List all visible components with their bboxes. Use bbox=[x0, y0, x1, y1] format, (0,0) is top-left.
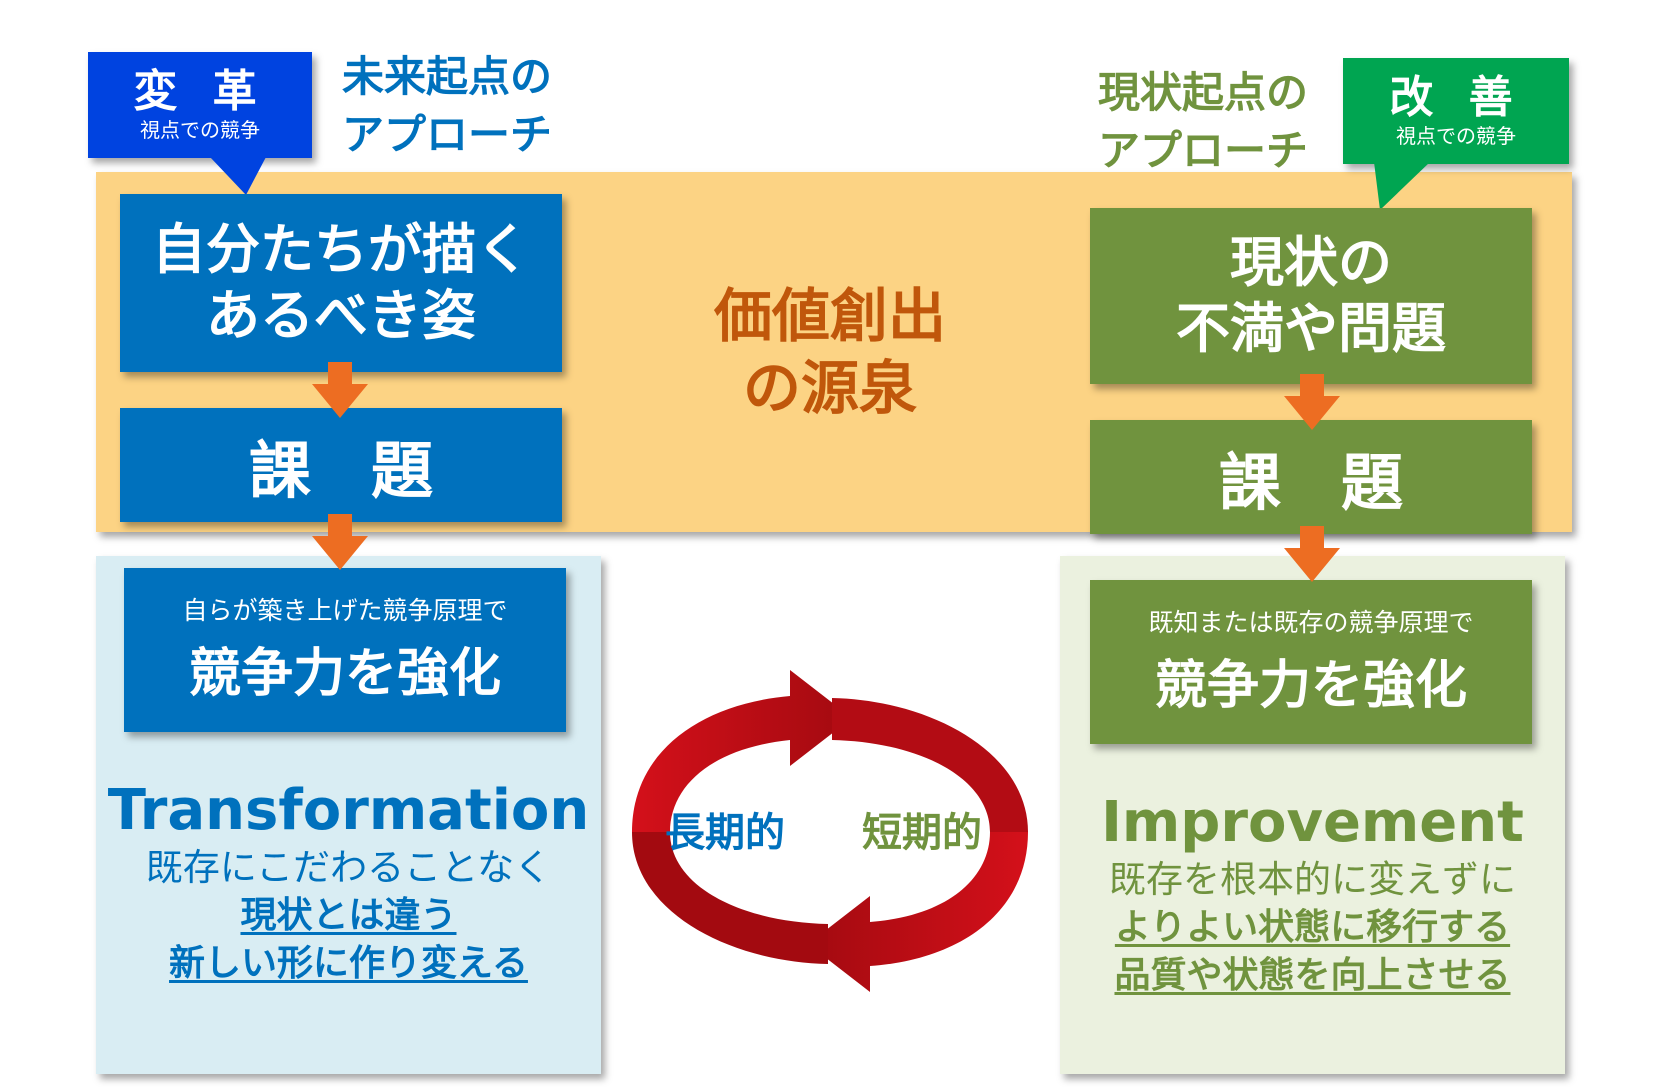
transformation-tag: 変 革 視点での競争 bbox=[88, 52, 312, 158]
ideal-vision-line2: あるべき姿 bbox=[206, 284, 476, 347]
transformation-tag-subtitle: 視点での競争 bbox=[140, 118, 260, 142]
current-approach-line1: 現状起点の bbox=[1098, 68, 1309, 117]
left-strength-big: 競争力を強化 bbox=[188, 644, 501, 704]
future-approach-label: 未来起点の アプローチ bbox=[342, 48, 552, 164]
down-arrow-right-2 bbox=[1284, 526, 1340, 582]
transformation-emph-line1: 現状とは違う bbox=[240, 895, 457, 936]
cycle-arrow-bottom bbox=[808, 832, 1028, 992]
long-term-label: 長期的 bbox=[665, 810, 785, 856]
improvement-desc: 既存を根本的に変えずに bbox=[1109, 858, 1516, 901]
value-creation-line1: 価値創出 bbox=[713, 282, 946, 350]
right-strength-small: 既知または既存の競争原理で bbox=[1148, 608, 1474, 637]
left-strength-box: 自らが築き上げた競争原理で 競争力を強化 bbox=[124, 568, 566, 732]
future-approach-line1: 未来起点の bbox=[342, 52, 553, 101]
improvement-emph-line2: 品質や状態を向上させる bbox=[1114, 955, 1511, 996]
left-issue-label: 課題 bbox=[248, 434, 493, 507]
cycle-arrow-top-right bbox=[832, 698, 1028, 832]
future-approach-line2: アプローチ bbox=[342, 110, 553, 159]
right-issue-box: 課題 bbox=[1090, 420, 1532, 534]
ideal-vision-line1: 自分たちが描く bbox=[152, 218, 530, 281]
right-strength-box: 既知または既存の競争原理で 競争力を強化 bbox=[1090, 580, 1532, 744]
value-creation-line2: の源泉 bbox=[742, 354, 917, 422]
current-problem-line1: 現状の bbox=[1230, 231, 1392, 294]
transformation-title: Transformation bbox=[107, 778, 590, 843]
right-issue-label: 課題 bbox=[1218, 446, 1463, 519]
cycle-arrow-top bbox=[632, 670, 852, 832]
down-arrow-left-2 bbox=[312, 514, 368, 570]
improvement-tag-pointer bbox=[1374, 162, 1430, 210]
down-arrow-left-1 bbox=[312, 362, 368, 418]
cycle-arrow-bottom-left bbox=[632, 832, 828, 964]
current-problem-line2: 不満や問題 bbox=[1176, 297, 1446, 360]
current-problem-box: 現状の 不満や問題 bbox=[1090, 208, 1532, 384]
improvement-tag-title: 改 善 bbox=[1389, 72, 1523, 123]
transformation-tag-pointer bbox=[210, 157, 266, 195]
cycle-arrows-diagram bbox=[632, 670, 1028, 992]
left-issue-box: 課題 bbox=[120, 408, 562, 522]
improvement-emph-line1: よりよい状態に移行する bbox=[1114, 907, 1511, 948]
short-term-label: 短期的 bbox=[862, 810, 982, 856]
transformation-tag-title: 変 革 bbox=[133, 66, 267, 117]
value-creation-label: 価値創出 の源泉 bbox=[660, 280, 1000, 424]
current-approach-line2: アプローチ bbox=[1098, 126, 1309, 175]
transformation-desc: 既存にこだわることなく bbox=[145, 846, 552, 889]
ideal-vision-box: 自分たちが描く あるべき姿 bbox=[120, 194, 562, 372]
right-strength-big: 競争力を強化 bbox=[1154, 656, 1467, 716]
improvement-title: Improvement bbox=[1101, 790, 1524, 855]
left-strength-small: 自らが築き上げた競争原理で bbox=[182, 596, 508, 625]
improvement-tag: 改 善 視点での競争 bbox=[1343, 58, 1569, 164]
improvement-tag-subtitle: 視点での競争 bbox=[1396, 124, 1516, 148]
current-approach-label: 現状起点の アプローチ bbox=[1098, 64, 1308, 180]
down-arrow-right-1 bbox=[1284, 374, 1340, 430]
improvement-text-block: Improvement 既存を根本的に変えずに よりよい状態に移行する 品質や状… bbox=[1060, 790, 1565, 1000]
transformation-emph-line2: 新しい形に作り変える bbox=[169, 943, 528, 984]
transformation-text-block: Transformation 既存にこだわることなく 現状とは違う 新しい形に作… bbox=[96, 778, 601, 988]
